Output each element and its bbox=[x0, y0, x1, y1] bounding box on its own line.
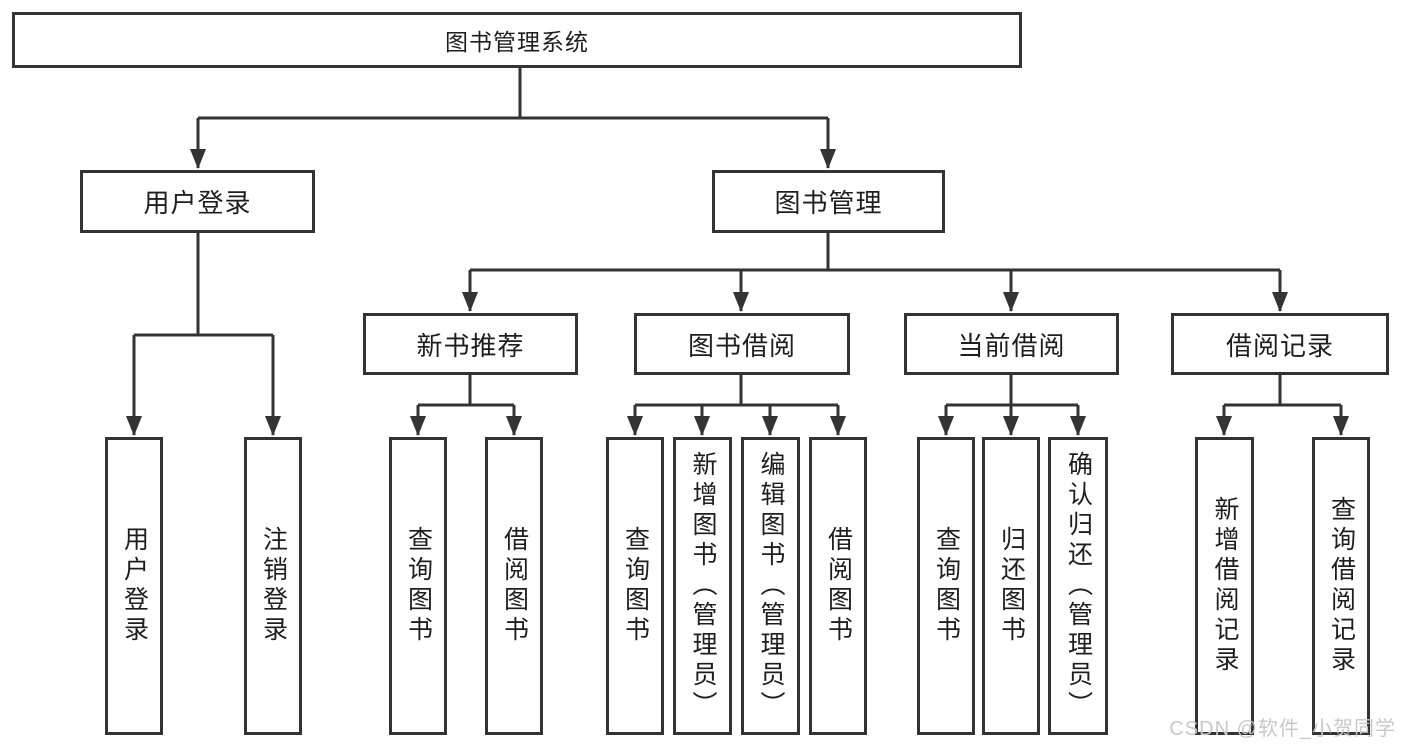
node-label: 编辑图书（管理员） bbox=[757, 451, 785, 721]
node-label: 图书管理系统 bbox=[445, 29, 589, 55]
node-label: 查询图书 bbox=[621, 526, 650, 646]
leaf-user-login: 用户登录 bbox=[105, 437, 163, 735]
leaf-query-borrow-record: 查询借阅记录 bbox=[1312, 437, 1370, 735]
leaf-return-books: 归还图书 bbox=[982, 437, 1040, 735]
node-book-borrowing: 图书借阅 bbox=[634, 313, 850, 375]
leaf-query-books-borrow: 查询图书 bbox=[606, 437, 664, 735]
node-label: 确认归还（管理员） bbox=[1064, 451, 1093, 721]
node-label: 查询图书 bbox=[932, 526, 961, 646]
node-label: 借阅记录 bbox=[1225, 330, 1334, 361]
leaf-query-books-recommend: 查询图书 bbox=[389, 437, 447, 735]
leaf-add-borrow-record: 新增借阅记录 bbox=[1195, 437, 1254, 735]
node-label: 归还图书 bbox=[997, 526, 1026, 646]
node-label: 当前借阅 bbox=[957, 330, 1066, 361]
leaf-borrow-books-recommend: 借阅图书 bbox=[485, 437, 543, 735]
node-label: 新书推荐 bbox=[416, 330, 525, 361]
node-label: 用户登录 bbox=[143, 188, 252, 218]
node-library-management-system: 图书管理系统 bbox=[12, 12, 1022, 68]
leaf-borrow-books: 借阅图书 bbox=[809, 437, 867, 735]
node-current-borrowing: 当前借阅 bbox=[904, 313, 1119, 375]
node-label: 用户登录 bbox=[120, 526, 149, 646]
node-book-management: 图书管理 bbox=[712, 170, 945, 233]
node-borrowing-records: 借阅记录 bbox=[1171, 313, 1389, 375]
leaf-query-books-current: 查询图书 bbox=[917, 437, 975, 735]
leaf-add-books-admin: 新增图书（管理员） bbox=[673, 437, 732, 735]
node-label: 借阅图书 bbox=[500, 526, 529, 646]
leaf-confirm-return-admin: 确认归还（管理员） bbox=[1048, 437, 1108, 735]
node-label: 图书借阅 bbox=[687, 330, 796, 361]
leaf-edit-books-admin: 编辑图书（管理员） bbox=[741, 437, 800, 735]
node-new-book-recommendation: 新书推荐 bbox=[363, 313, 578, 375]
node-user-login: 用户登录 bbox=[80, 170, 315, 233]
csdn-watermark: CSDN @软件_小贺同学 bbox=[1169, 718, 1396, 740]
leaf-logout: 注销登录 bbox=[244, 437, 302, 735]
node-label: 借阅图书 bbox=[824, 526, 853, 646]
node-label: 查询借阅记录 bbox=[1327, 496, 1356, 676]
node-label: 注销登录 bbox=[259, 526, 288, 646]
node-label: 图书管理 bbox=[774, 188, 883, 218]
node-label: 新增图书（管理员） bbox=[689, 451, 717, 721]
node-label: 新增借阅记录 bbox=[1211, 496, 1239, 676]
node-label: 查询图书 bbox=[404, 526, 433, 646]
